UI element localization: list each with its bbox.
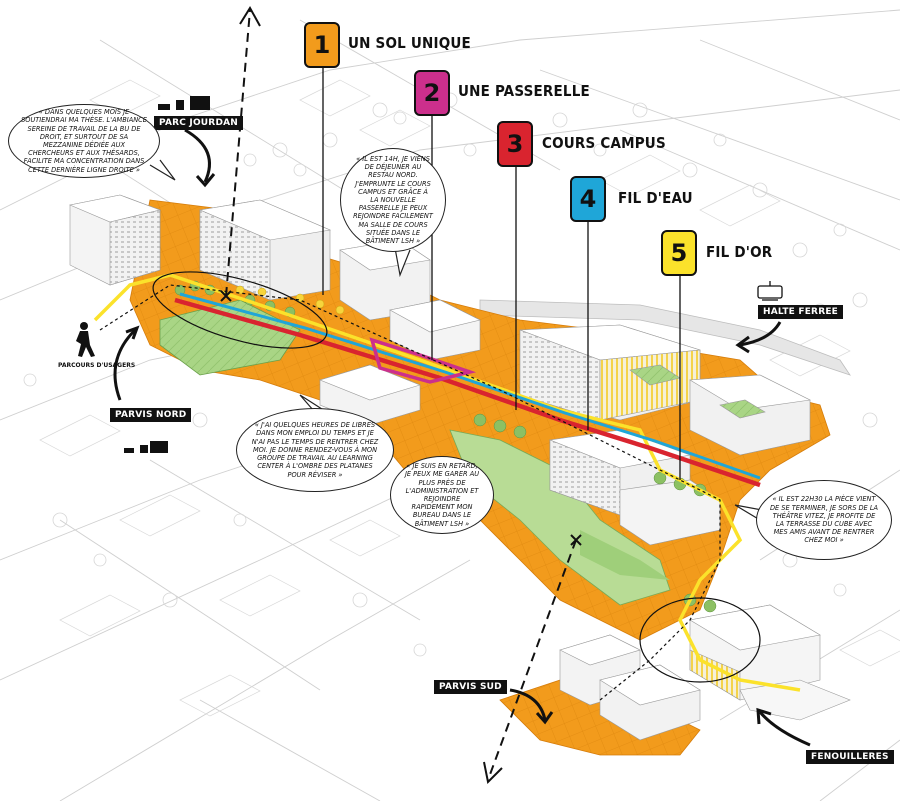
quote-bubble-these: « Dans quelques mois je soutiendrai ma t… bbox=[8, 104, 160, 178]
label-fenouilleres: FENOUILLERES bbox=[806, 750, 894, 764]
theme-4-title: FIL D'EAU bbox=[618, 189, 693, 207]
label-parvis-nord: PARVIS NORD bbox=[110, 408, 192, 422]
building-icon-parc bbox=[158, 96, 210, 110]
highlight-ellipse-south bbox=[639, 597, 761, 683]
user-path bbox=[99, 284, 721, 701]
context-trees bbox=[23, 92, 878, 657]
theme-2-title: UNE PASSERELLE bbox=[458, 82, 590, 100]
theme-4-badge: 4 bbox=[570, 176, 606, 222]
quote-text-theatre: « Il est 22h30 la pièce vient de se term… bbox=[769, 495, 879, 545]
quote-bubble-learning-center: « J'ai quelques heures de libres dans mo… bbox=[236, 408, 394, 492]
cross-north bbox=[220, 290, 232, 302]
label-parc-jourdan: PARC JOURDAN bbox=[154, 116, 244, 130]
theme-1-title: UN SOL UNIQUE bbox=[348, 34, 471, 52]
dashed-axis-north bbox=[225, 9, 251, 297]
label-parcours-usagers: PARCOURS D'USAGERS bbox=[58, 362, 136, 369]
callout-arrows bbox=[113, 128, 811, 747]
tram-icon bbox=[757, 281, 783, 301]
green-terrace bbox=[580, 530, 670, 580]
quote-bubble-retard: « Je suis en retard, je peux me garer au… bbox=[390, 456, 494, 534]
cross-south bbox=[570, 534, 582, 546]
buildings-north bbox=[68, 194, 481, 426]
buildings-south bbox=[559, 604, 851, 741]
dashed-axis-south bbox=[487, 539, 577, 781]
quote-text-14h: « Il est 14h, je viens de déjeuner au Re… bbox=[353, 154, 433, 245]
theme-5-badge: 5 bbox=[661, 230, 697, 276]
arrow-south bbox=[483, 761, 503, 785]
theme-3-badge: 3 bbox=[497, 121, 533, 167]
buildings-center bbox=[519, 324, 811, 546]
quote-text-learning-center: « J'ai quelques heures de libres dans mo… bbox=[251, 421, 379, 479]
theme-3-title: COURS CAMPUS bbox=[542, 134, 666, 152]
label-halte-ferree: HALTE FERREE bbox=[758, 305, 844, 319]
quote-text-retard: « Je suis en retard, je peux me garer au… bbox=[404, 462, 480, 528]
leader-lines bbox=[322, 64, 681, 480]
cours-campus-path bbox=[174, 297, 761, 488]
theme-5-title: FIL D'OR bbox=[706, 243, 773, 261]
arrow-north bbox=[239, 6, 261, 27]
label-parvis-sud: PARVIS SUD bbox=[434, 680, 507, 694]
passerelle-path bbox=[369, 337, 477, 384]
person-walking-icon bbox=[76, 322, 95, 357]
quote-text-these: « Dans quelques mois je soutiendrai ma t… bbox=[21, 108, 147, 174]
quote-bubble-theatre: « Il est 22h30 la pièce vient de se term… bbox=[756, 480, 892, 560]
highlight-ellipse bbox=[152, 271, 328, 349]
building-icon-parvis-nord bbox=[124, 441, 168, 453]
quote-bubble-14h: « Il est 14h, je viens de déjeuner au Re… bbox=[340, 148, 446, 252]
theme-2-badge: 2 bbox=[414, 70, 450, 116]
theme-1-badge: 1 bbox=[304, 22, 340, 68]
